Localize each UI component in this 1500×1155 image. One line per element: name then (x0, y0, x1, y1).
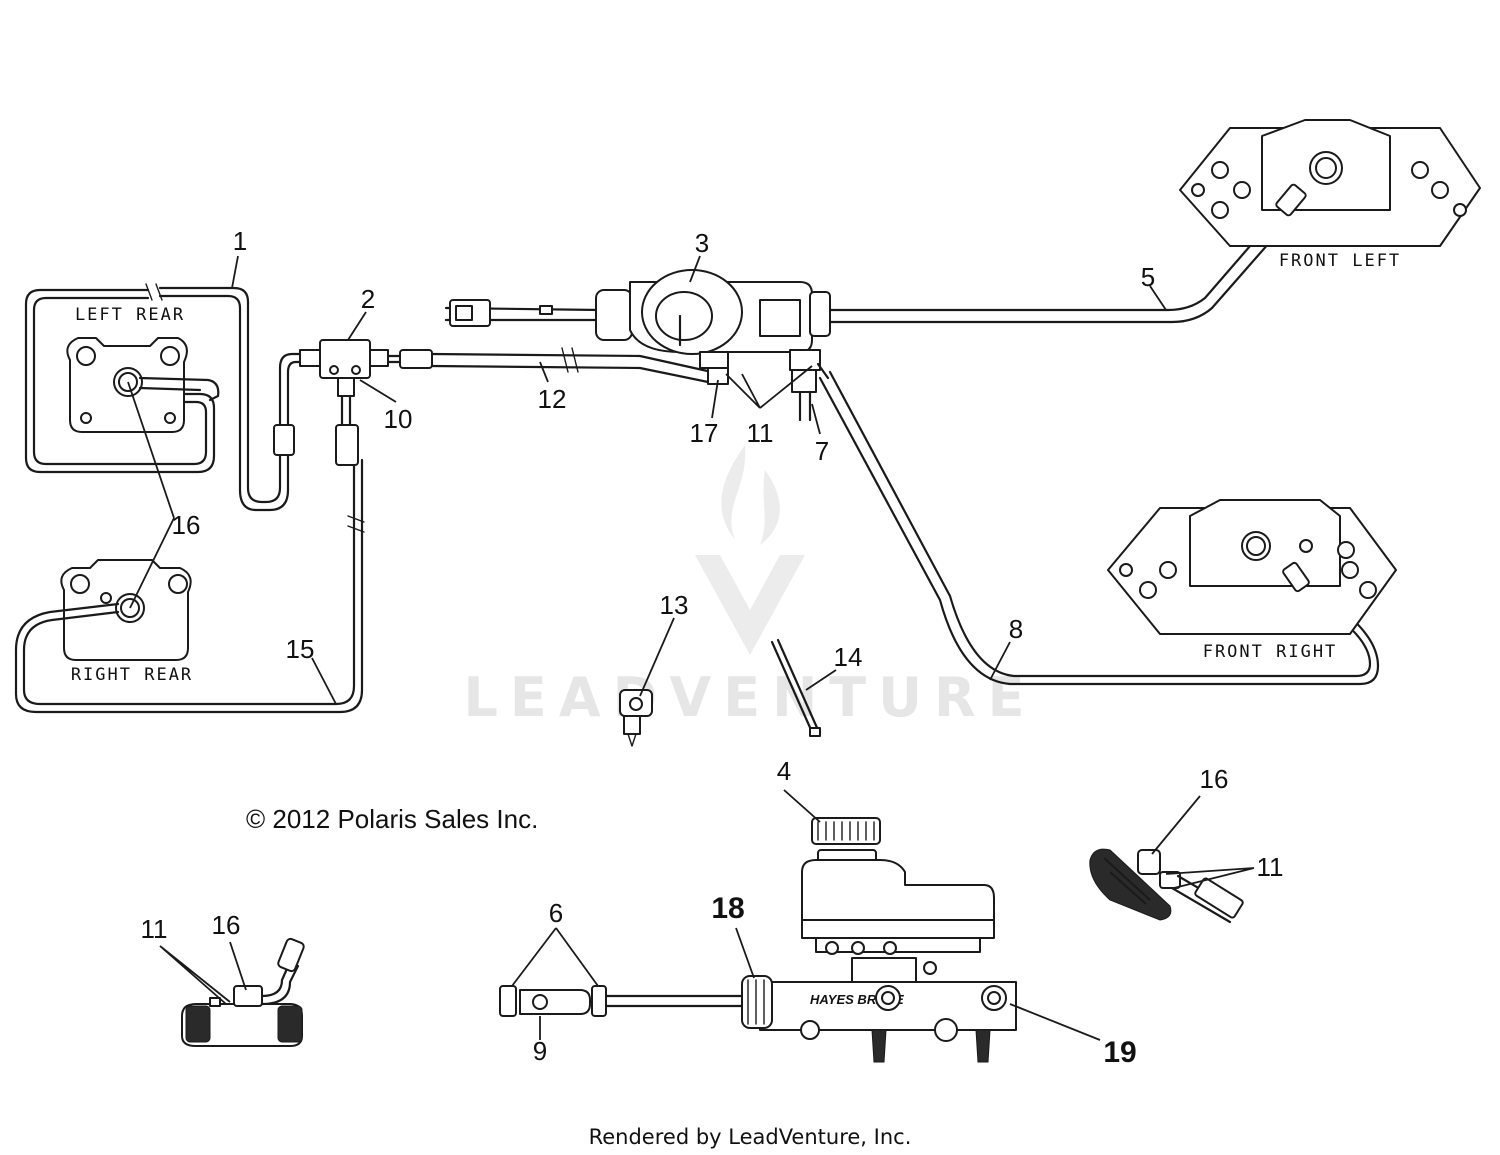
footer-text: Rendered by LeadVenture, Inc. (589, 1125, 912, 1149)
brake-line-12 (386, 347, 714, 384)
callout-18: 18 (711, 892, 744, 925)
callout-17: 17 (690, 418, 719, 448)
front-right-caliper: FRONT RIGHT (1107, 499, 1397, 662)
left-rear-label: LEFT REAR (75, 305, 185, 325)
right-rear-caliper: RIGHT REAR (60, 559, 193, 685)
callout-1: 1 (233, 226, 247, 256)
front-left-label: FRONT LEFT (1279, 251, 1401, 271)
callout-12: 12 (538, 384, 567, 414)
callout-5: 5 (1141, 262, 1155, 292)
front-right-label: FRONT RIGHT (1203, 642, 1338, 662)
clevis-assembly (499, 985, 607, 1017)
callout-3: 3 (695, 228, 709, 258)
callout-8: 8 (1009, 614, 1023, 644)
copyright-text: © 2012 Polaris Sales Inc. (246, 804, 538, 834)
watermark: LEADVENTURE (464, 445, 1037, 729)
brake-valve-assembly (444, 184, 1314, 422)
callout-10: 10 (384, 404, 413, 434)
rear-caliper-detail (181, 937, 305, 1047)
part-13-fitting (619, 689, 653, 747)
brake-tee-block (273, 339, 389, 466)
callout-16-left: 16 (172, 510, 201, 540)
callout-15: 15 (286, 634, 315, 664)
callout-6: 6 (549, 898, 563, 928)
leader-lines (127, 255, 1255, 1041)
callout-19: 19 (1103, 1036, 1136, 1069)
callout-16-right: 16 (1200, 764, 1229, 794)
callout-14: 14 (834, 642, 863, 672)
callout-9: 9 (533, 1036, 547, 1066)
left-rear-caliper: LEFT REAR (66, 305, 220, 433)
callout-16-bottom: 16 (212, 910, 241, 940)
master-cylinder: HAYES BRAKE (604, 817, 1017, 1063)
callout-11-top: 11 (747, 418, 774, 448)
callout-2: 2 (361, 284, 375, 314)
front-left-caliper: FRONT LEFT (1179, 119, 1481, 271)
right-rear-brake-line (14, 458, 365, 714)
callout-11-right: 11 (1257, 852, 1284, 882)
callout-4: 4 (777, 756, 791, 786)
front-caliper-detail (1089, 848, 1244, 924)
watermark-text: LEADVENTURE (464, 666, 1037, 729)
callout-7: 7 (815, 436, 829, 466)
right-rear-label: RIGHT REAR (71, 665, 193, 685)
callout-11-left: 11 (141, 914, 168, 944)
callout-13: 13 (660, 590, 689, 620)
part-14-rod (770, 638, 821, 737)
left-rear-brake-line (24, 283, 290, 512)
callout-numbers: 1 2 3 5 10 12 17 11 7 16 15 8 13 14 4 6 … (141, 226, 1284, 1069)
